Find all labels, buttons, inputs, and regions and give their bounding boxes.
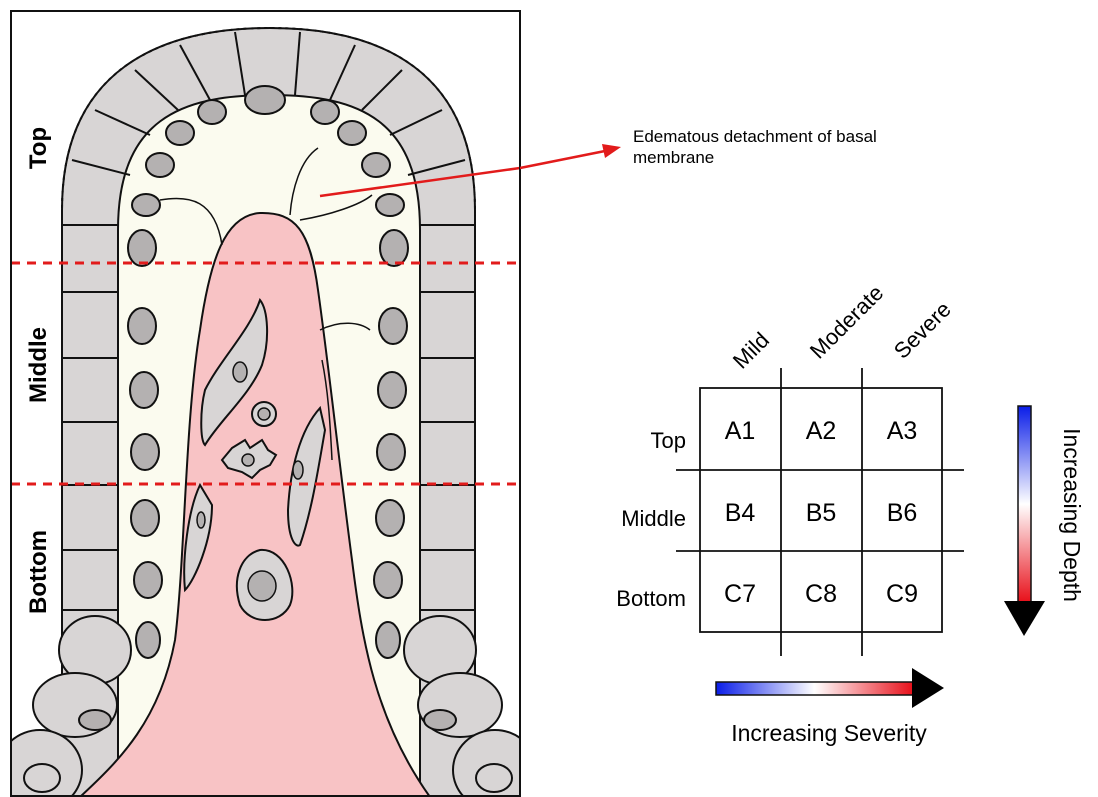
grid-cell-b4: B4 (725, 499, 756, 527)
row-label-top: Top (651, 428, 686, 453)
severity-arrow (716, 668, 944, 708)
depth-arrow (1004, 406, 1045, 636)
grading-grid: Mild Moderate Severe Top Middle Bottom A… (616, 280, 964, 656)
grid-cell-c8: C8 (805, 580, 837, 608)
zone-label-bottom: Bottom (25, 530, 52, 614)
column-header-mild: Mild (728, 327, 774, 373)
grid-cell-a1: A1 (725, 417, 756, 445)
zone-label-middle: Middle (25, 327, 52, 403)
row-label-bottom: Bottom (616, 586, 686, 611)
depth-label: Increasing Depth (1059, 428, 1085, 602)
grid-cell-b6: B6 (887, 499, 918, 527)
grid-cell-b5: B5 (806, 499, 837, 527)
severity-label: Increasing Severity (731, 720, 927, 746)
grid-cell-a3: A3 (887, 417, 918, 445)
grid-cell-a2: A2 (806, 417, 837, 445)
zone-label-top: Top (25, 127, 52, 169)
annotation-text: Edematous detachment of basal membrane (633, 127, 882, 167)
column-header-moderate: Moderate (805, 280, 888, 363)
row-label-middle: Middle (621, 506, 686, 531)
grid-cell-c7: C7 (724, 580, 756, 608)
annotation-arrow (520, 144, 621, 168)
grid-cell-c9: C9 (886, 580, 918, 608)
villus-panel: Top Middle Bottom (0, 11, 537, 797)
column-header-severe: Severe (889, 297, 956, 364)
